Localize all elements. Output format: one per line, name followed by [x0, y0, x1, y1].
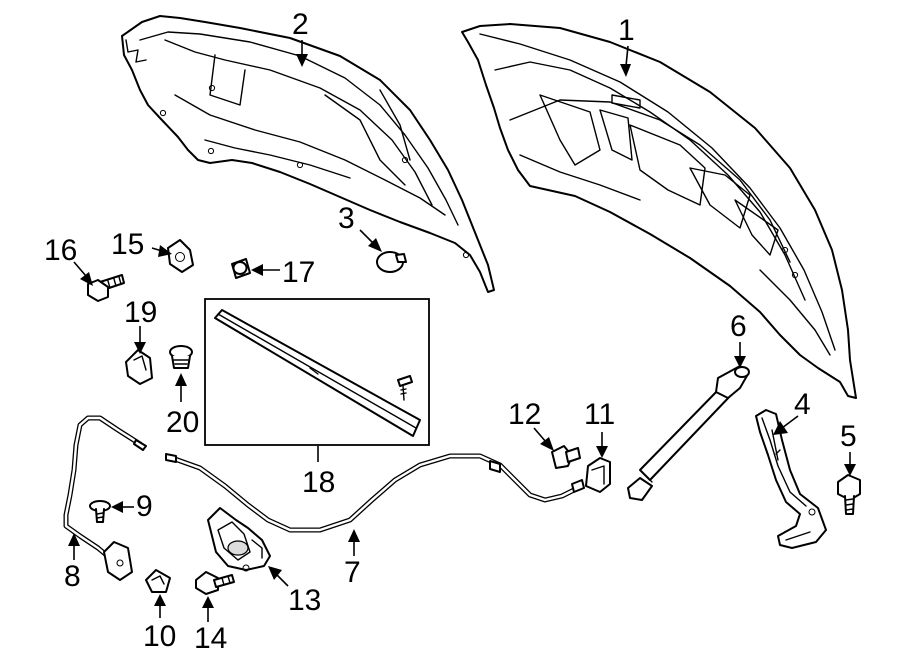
callout-13: 13 — [288, 584, 321, 617]
grommet-20 — [169, 345, 193, 369]
nut-15 — [167, 239, 194, 273]
callout-11: 11 — [584, 398, 615, 431]
callout-9: 9 — [136, 490, 153, 523]
bolt-16 — [87, 274, 125, 302]
callout-labels: 1 2 3 4 5 6 7 8 9 10 11 12 13 14 15 16 1… — [44, 8, 857, 655]
callout-19: 19 — [124, 296, 157, 329]
callout-5: 5 — [840, 420, 857, 453]
bolt-12 — [551, 445, 581, 469]
bolt-5 — [837, 474, 861, 515]
callout-10: 10 — [143, 620, 176, 653]
hood-inner-panel — [121, 15, 495, 293]
callout-2: 2 — [292, 8, 309, 41]
callout-4: 4 — [794, 388, 811, 421]
hood-latch — [207, 507, 271, 572]
push-pin-retainer — [376, 251, 407, 273]
bumper-17 — [231, 258, 251, 279]
seal-box — [204, 298, 430, 446]
callout-14: 14 — [194, 622, 227, 655]
callout-12: 12 — [508, 398, 541, 431]
callout-6: 6 — [730, 310, 747, 343]
callout-16: 16 — [44, 234, 77, 267]
screw-9 — [89, 500, 111, 523]
release-cable-7 — [165, 453, 585, 533]
clip-19 — [125, 349, 153, 385]
callout-20: 20 — [166, 406, 199, 439]
callout-18: 18 — [302, 466, 335, 499]
callout-1: 1 — [618, 14, 635, 47]
hood-outer-panel — [461, 23, 857, 399]
clip-nut-10 — [145, 569, 171, 593]
hood-strut — [627, 365, 750, 501]
callout-3: 3 — [338, 202, 355, 235]
hood-hinge — [755, 409, 827, 549]
callout-15: 15 — [111, 228, 144, 261]
release-cable-8 — [63, 415, 147, 581]
callout-17: 17 — [282, 256, 315, 289]
callout-8: 8 — [64, 560, 81, 593]
bolt-14 — [195, 571, 235, 595]
callout-7: 7 — [344, 556, 361, 589]
bracket-11 — [585, 457, 611, 493]
leader-lines — [68, 40, 856, 622]
